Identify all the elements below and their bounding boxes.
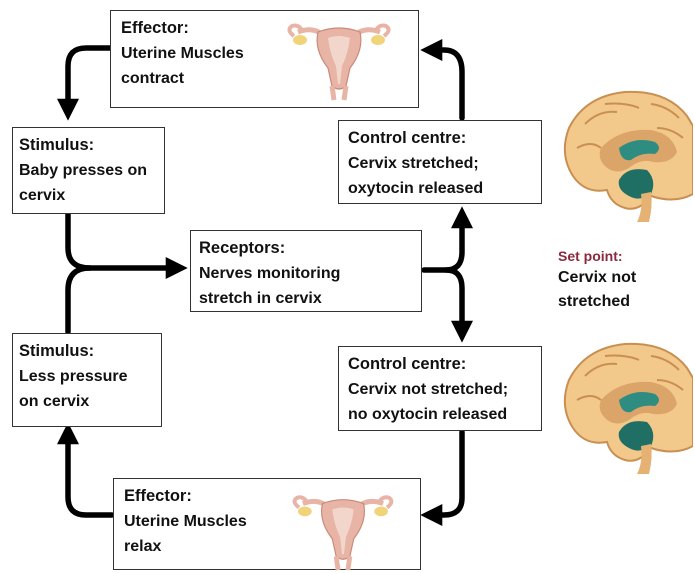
set-point-title: Set point: [558,246,688,266]
arrow-stimulus-to-receptors [68,214,180,268]
arrow-receptors-to-control-bottom [446,270,462,335]
receptors-box: Receptors: Nerves monitoring stretch in … [190,230,422,312]
uterus-icon [284,14,394,102]
control-centre-top-heading: Control centre: [348,126,535,151]
stimulus-bottom-heading: Stimulus: [19,339,155,364]
stimulus-bottom-line-2: on cervix [19,389,155,414]
arrow-stimulus-bottom-merge [68,268,90,332]
set-point-label: Set point: Cervix not stretched [558,246,688,314]
brain-icon [555,84,693,224]
control-centre-top-line-1: Cervix stretched; [348,151,535,176]
stimulus-top-line-1: Baby presses on [19,158,158,183]
stimulus-bottom-line-1: Less pressure [19,364,155,389]
stimulus-top-line-2: cervix [19,183,158,208]
arrow-control-bottom-to-effector-bottom [428,432,462,515]
control-centre-bottom-line-2: no oxytocin released [348,402,535,427]
set-point-line-1: Cervix not [558,266,688,290]
control-centre-bottom-line-1: Cervix not stretched; [348,377,535,402]
arrow-control-top-to-effector-top [428,50,462,118]
control-centre-bottom-box: Control centre: Cervix not stretched; no… [338,346,542,431]
control-centre-bottom-heading: Control centre: [348,352,535,377]
control-centre-top-box: Control centre: Cervix stretched; oxytoc… [338,120,542,204]
arrow-receptors-to-control-top [424,214,462,270]
brain-icon [555,336,693,476]
uterus-icon [288,486,398,572]
stimulus-top-box: Stimulus: Baby presses on cervix [12,127,165,214]
receptors-line-1: Nerves monitoring [199,261,415,286]
set-point-line-2: stretched [558,290,688,314]
arrow-effector-bottom-to-stimulus-bottom [68,430,112,515]
receptors-heading: Receptors: [199,236,415,261]
receptors-line-2: stretch in cervix [199,286,415,311]
arrow-effector-to-stimulus-top [68,48,110,113]
stimulus-top-heading: Stimulus: [19,133,158,158]
control-centre-top-line-2: oxytocin released [348,176,535,201]
stimulus-bottom-box: Stimulus: Less pressure on cervix [12,333,162,427]
